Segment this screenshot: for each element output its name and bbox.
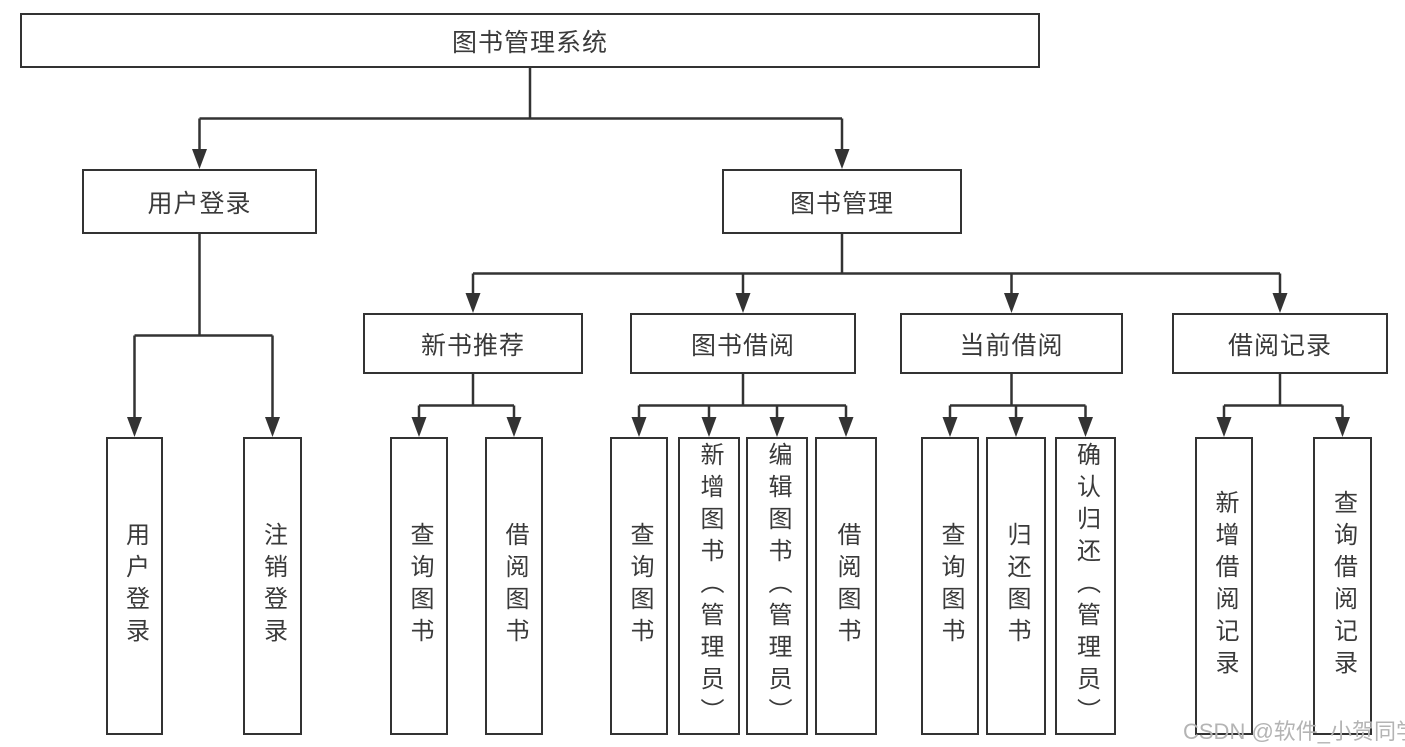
- node-current-borrowing: 当前借阅: [900, 313, 1123, 374]
- node-label: 查询图书: [937, 522, 964, 650]
- csdn-watermark: CSDN @软件_小贺同学: [1183, 719, 1405, 744]
- node-label: 图书管理: [789, 189, 894, 218]
- node-label: 归还图书: [1003, 522, 1030, 650]
- leaf-query-books: 查询图书: [610, 437, 668, 735]
- node-borrowing-records: 借阅记录: [1172, 313, 1388, 374]
- leaf-query-borrow-record: 查询借阅记录: [1313, 437, 1372, 735]
- leaf-edit-book-admin: 编辑图书（管理员）: [746, 437, 808, 735]
- node-label: 借阅图书: [501, 522, 528, 650]
- node-label: 当前借阅: [959, 331, 1064, 360]
- node-label: 新增图书（管理员）: [696, 442, 723, 730]
- leaf-query-books: 查询图书: [390, 437, 448, 735]
- leaf-add-borrow-record: 新增借阅记录: [1195, 437, 1253, 735]
- node-label: 新增借阅记录: [1211, 490, 1238, 682]
- node-label: 图书管理系统: [451, 28, 608, 57]
- node-label: 注销登录: [259, 522, 287, 650]
- node-new-book-recommendation: 新书推荐: [363, 313, 583, 374]
- leaf-logout: 注销登录: [243, 437, 302, 735]
- node-label: 确认归还（管理员）: [1072, 442, 1100, 730]
- node-label: 图书借阅: [690, 331, 795, 360]
- node-label: 用户登录: [147, 189, 252, 218]
- leaf-borrow-books: 借阅图书: [485, 437, 543, 735]
- leaf-confirm-return-admin: 确认归还（管理员）: [1055, 437, 1116, 735]
- node-label: 编辑图书（管理员）: [764, 442, 791, 730]
- leaf-return-books: 归还图书: [986, 437, 1046, 735]
- node-label: 查询图书: [406, 522, 433, 650]
- node-label: 新书推荐: [420, 331, 525, 360]
- node-library-management-system: 图书管理系统: [20, 13, 1040, 68]
- leaf-borrow-books: 借阅图书: [815, 437, 877, 735]
- node-label: 查询借阅记录: [1329, 490, 1357, 682]
- leaf-query-books: 查询图书: [921, 437, 979, 735]
- node-book-borrowing: 图书借阅: [630, 313, 856, 374]
- node-user-login: 用户登录: [82, 169, 317, 234]
- node-label: 借阅记录: [1227, 331, 1332, 360]
- node-label: 借阅图书: [833, 522, 860, 650]
- leaf-user-login: 用户登录: [106, 437, 163, 735]
- node-label: 用户登录: [121, 522, 149, 650]
- node-book-management: 图书管理: [722, 169, 962, 234]
- node-label: 查询图书: [626, 522, 653, 650]
- leaf-add-book-admin: 新增图书（管理员）: [678, 437, 740, 735]
